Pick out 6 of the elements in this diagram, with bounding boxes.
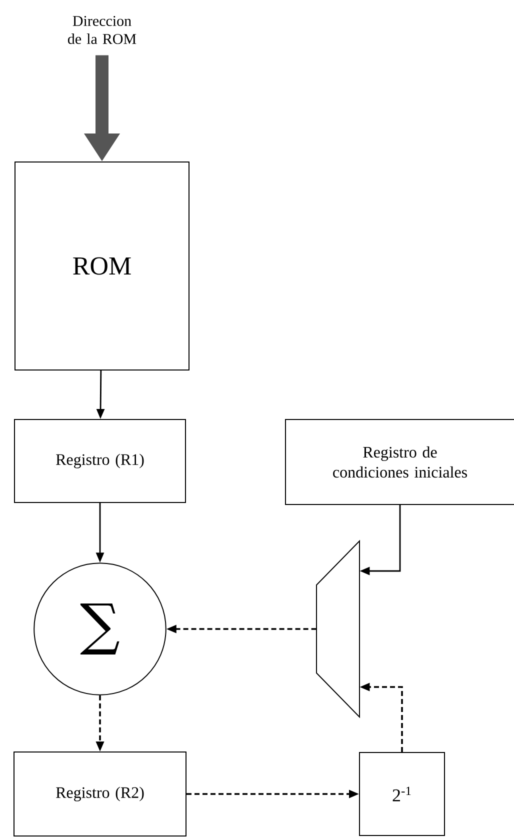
shift-box: 2$^{-1}$ bbox=[359, 752, 445, 836]
register-box: Registro (R2) bbox=[14, 752, 186, 836]
register-box: Registro de condiciones iniciales bbox=[285, 419, 514, 505]
memory-box: ROM bbox=[14, 162, 190, 370]
direction-label: Direccion de la ROM bbox=[68, 16, 136, 44]
register-box: Registro (R1) bbox=[14, 419, 186, 503]
